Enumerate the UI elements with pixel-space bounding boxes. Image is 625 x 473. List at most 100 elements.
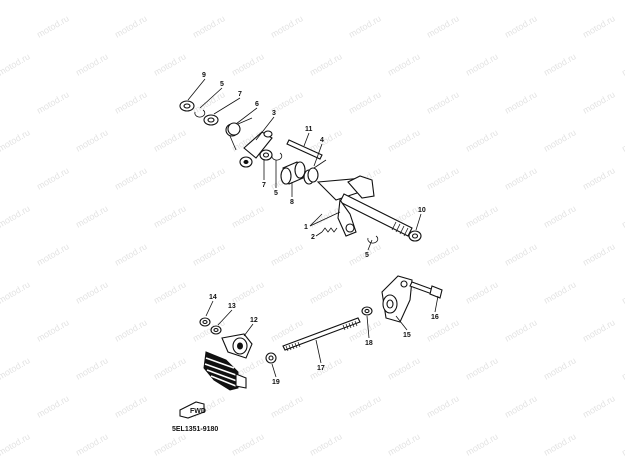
watermark-text: motod.ru (269, 393, 305, 419)
bolt-part-16 (409, 281, 443, 299)
watermark-text: motod.ru (464, 431, 500, 457)
watermark-text: motod.ru (347, 89, 383, 115)
nut-part-19 (265, 352, 277, 364)
watermark-text: motod.ru (542, 203, 578, 229)
watermark-text: motod.ru (542, 355, 578, 381)
watermark-text: motod.ru (464, 203, 500, 229)
watermark-text: motod.ru (152, 51, 188, 77)
watermark-text: motod.ru (581, 165, 617, 191)
watermark-text: motod.ru (113, 165, 149, 191)
watermark-text: motod.ru (464, 279, 500, 305)
watermark-text: motod.ru (152, 431, 188, 457)
watermark-text: motod.ru (113, 13, 149, 39)
watermark-text: motod.ru (35, 241, 71, 267)
washer-hole (207, 117, 215, 123)
watermark-text: motod.ru (347, 393, 383, 419)
part-code: 5EL1351-9180 (172, 426, 218, 433)
washer-hole (411, 233, 419, 239)
watermark-text: motod.ru (308, 279, 344, 305)
watermark-text: motod.ru (308, 51, 344, 77)
watermark-text: motod.ru (0, 279, 32, 305)
watermark-text: motod.ru (35, 317, 71, 343)
joint-part-15 (381, 275, 413, 323)
callout-12: 12 (250, 317, 258, 324)
callout-7: 7 (238, 91, 242, 98)
watermark-text: motod.ru (581, 89, 617, 115)
callout-14: 14 (209, 294, 217, 301)
watermark-text: motod.ru (581, 241, 617, 267)
spring-part-6 (225, 117, 253, 151)
watermark-text: motod.ru (0, 51, 32, 77)
watermark-text: motod.ru (74, 355, 110, 381)
callout-4: 4 (320, 137, 324, 144)
watermark-text: motod.ru (113, 393, 149, 419)
circlip-part-5 (194, 109, 206, 118)
watermark-text: motod.ru (308, 431, 344, 457)
watermark-text: motod.ru (542, 51, 578, 77)
watermark-text: motod.ru (425, 89, 461, 115)
circlip-part-5b (271, 152, 283, 161)
watermark-text: motod.ru (542, 431, 578, 457)
callout-11: 11 (305, 126, 313, 133)
collar-part-8 (280, 161, 306, 185)
watermark-text: motod.ru (581, 317, 617, 343)
watermark-text: motod.ru (620, 203, 625, 229)
spring-part-2 (321, 227, 338, 233)
leader-lines (187, 78, 439, 378)
watermark-text: motod.ru (230, 203, 266, 229)
watermark-text: motod.ru (425, 165, 461, 191)
watermark-text: motod.ru (308, 0, 344, 2)
watermark-text: motod.ru (230, 51, 266, 77)
watermark-text: motod.ru (35, 165, 71, 191)
shift-shaft-assembly (179, 100, 422, 244)
watermark-text: motod.ru (464, 355, 500, 381)
watermark-text: motod.ru (35, 89, 71, 115)
watermark-text: motod.ru (74, 431, 110, 457)
callout-1: 1 (304, 224, 308, 231)
watermark-text: motod.ru (620, 355, 625, 381)
svg-text:FWD: FWD (190, 408, 206, 415)
callout-17: 17 (317, 365, 325, 372)
watermark-text: motod.ru (0, 203, 32, 229)
watermark-text: motod.ru (35, 393, 71, 419)
callout-3: 3 (272, 110, 276, 117)
washer-hole (262, 152, 270, 158)
washer-hole (202, 319, 208, 325)
washer-hole (183, 103, 191, 109)
watermark-text: motod.ru (425, 13, 461, 39)
shift-arm-part-3 (239, 130, 273, 168)
watermark-text: motod.ru (620, 127, 625, 153)
callout-19: 19 (272, 379, 280, 386)
callout-16: 16 (431, 314, 439, 321)
watermark-text: motod.ru (503, 165, 539, 191)
callout-5c: 5 (365, 252, 369, 259)
watermark-text: motod.ru (386, 51, 422, 77)
watermark-text: motod.ru (74, 51, 110, 77)
watermark-text: motod.ru (152, 279, 188, 305)
callout-7b: 7 (262, 182, 266, 189)
washer-hole (213, 327, 219, 333)
callout-15: 15 (403, 332, 411, 339)
shift-rod-part-17 (282, 317, 361, 352)
watermark-text: motod.ru (503, 241, 539, 267)
shift-shaft-part-1 (316, 175, 413, 237)
watermark-text: motod.ru (230, 279, 266, 305)
watermark-text: motod.ru (386, 431, 422, 457)
watermark-text: motod.ru (269, 13, 305, 39)
watermark-text: motod.ru (620, 431, 625, 457)
spring-part-4 (303, 159, 327, 185)
callout-2: 2 (311, 234, 315, 241)
watermark-text: motod.ru (386, 0, 422, 2)
watermark-text: motod.ru (542, 0, 578, 2)
watermark-text: motod.ru (152, 203, 188, 229)
callout-10: 10 (418, 207, 426, 214)
circlip-part-5c (367, 235, 379, 244)
watermark-text: motod.ru (620, 279, 625, 305)
watermark-text: motod.ru (581, 13, 617, 39)
watermark-text: motod.ru (503, 317, 539, 343)
watermark-text: motod.ru (191, 13, 227, 39)
watermark-text: motod.ru (503, 13, 539, 39)
callout-18: 18 (365, 340, 373, 347)
watermark-text: motod.ru (620, 0, 625, 2)
watermark-text: motod.ru (152, 127, 188, 153)
